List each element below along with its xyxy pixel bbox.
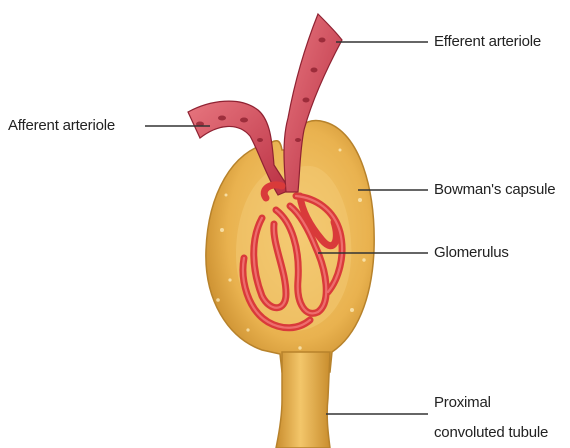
label-proximal-line2: convoluted tubule (434, 424, 548, 442)
label-glomerulus: Glomerulus (434, 244, 509, 262)
label-bowmans-capsule: Bowman's capsule (434, 181, 555, 199)
label-afferent-arteriole: Afferent arteriole (8, 117, 115, 135)
label-proximal-line1: Proximal (434, 394, 491, 412)
proximal-tubule (276, 352, 330, 448)
label-efferent-arteriole: Efferent arteriole (434, 33, 541, 51)
